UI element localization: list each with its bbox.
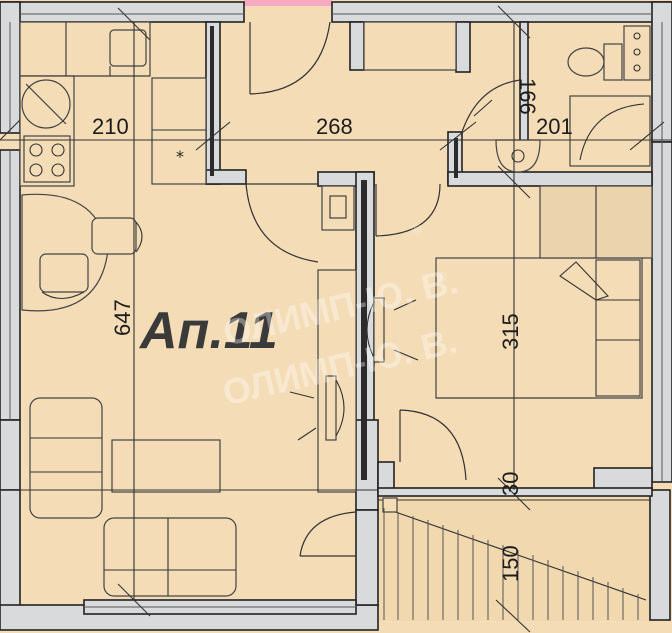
dim-corridor: 268	[316, 114, 353, 139]
dining-set	[21, 193, 143, 312]
entrance-door	[249, 21, 331, 95]
dim-niche: 30	[498, 472, 523, 496]
wc-cabinet	[363, 21, 457, 71]
wall-terrace-left	[355, 509, 379, 606]
wall-left-bottom	[0, 489, 21, 621]
dim-terrace: 150	[498, 545, 523, 582]
wall-bath-bottom	[447, 171, 653, 187]
kitchen-sink	[109, 29, 147, 67]
wall-left-lower	[0, 419, 21, 491]
dim-kitchen: 210	[92, 114, 129, 139]
entry-accent	[244, 0, 332, 6]
tv-bedroom	[366, 297, 419, 363]
wall-terrace-line	[377, 487, 653, 497]
bathroom-shelf	[623, 25, 651, 81]
stove	[23, 135, 71, 183]
dim-bedroom: 315	[498, 313, 523, 350]
watermark: ОЛИМП-Ю. В. ОЛИМП-Ю. В. ® ®	[219, 220, 462, 413]
bathroom-door	[375, 183, 441, 237]
wall-top-right	[331, 1, 672, 23]
terrace-railing	[378, 497, 650, 620]
terrace-floor	[378, 493, 653, 621]
wall-right-terrace	[649, 489, 671, 621]
tv-set	[289, 375, 345, 441]
dim-bathroom: 201	[536, 114, 573, 139]
dim-living-height: 647	[110, 299, 135, 336]
registered-mark-1: ®	[410, 220, 424, 238]
toilet	[567, 43, 623, 81]
bedroom-door	[399, 409, 467, 481]
wall-wc-left	[349, 21, 365, 71]
kitchen-column	[151, 77, 207, 185]
apartment-label: Ап.11	[138, 302, 278, 360]
shower-tray	[569, 95, 651, 167]
bed	[435, 257, 643, 399]
coffee-table	[111, 439, 221, 493]
terrace-door	[299, 511, 357, 557]
kitchen-door	[245, 183, 319, 263]
armchair	[29, 397, 103, 519]
wall-bedroom-bottom	[593, 467, 653, 491]
shoe-cabinet	[321, 185, 355, 231]
registered-mark-2: ®	[435, 268, 449, 286]
wall-wc-bath	[455, 21, 471, 73]
washbasin	[495, 139, 541, 173]
wc-door	[461, 79, 521, 133]
dimension-lines	[0, 5, 672, 633]
svg-text:*: *	[176, 147, 184, 166]
sofa	[103, 517, 237, 597]
dim-wc: 166	[515, 78, 540, 115]
